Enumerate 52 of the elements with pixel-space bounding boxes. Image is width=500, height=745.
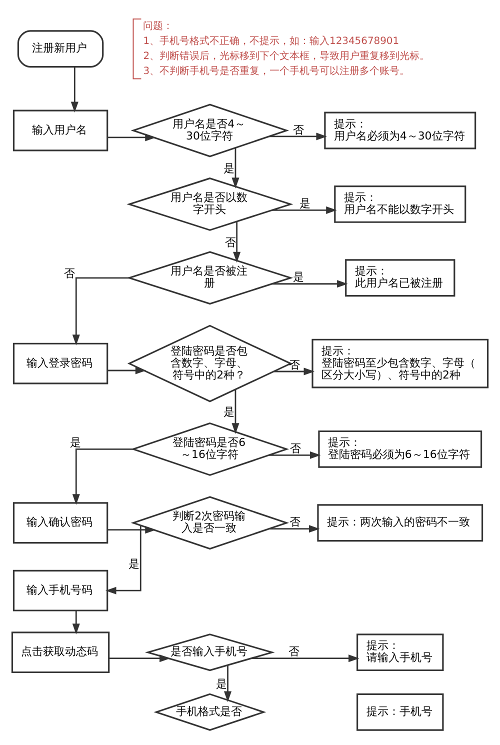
- edge-label: 是: [224, 162, 235, 175]
- arrow: [107, 526, 156, 534]
- node-diamond: 手机格式是否: [154, 693, 266, 731]
- edge-label: 是: [293, 270, 304, 284]
- edge-label: 是: [216, 677, 227, 690]
- node-diamond: 是否输入手机号: [144, 634, 275, 672]
- node-box: 提示：手机号: [356, 693, 444, 731]
- arrow: [233, 222, 241, 263]
- arrow: [72, 448, 133, 505]
- arrow: [107, 134, 156, 142]
- node-box: 提示： 登陆密码至少包含数字、字母（区分大小写）、符号中的2种: [312, 338, 489, 388]
- arrow: [272, 206, 337, 214]
- arrow: [70, 66, 78, 113]
- arrow: [72, 610, 80, 634]
- node-diamond: 判断2次密码输入是否一致: [130, 496, 290, 550]
- edge-label: 否: [289, 516, 300, 529]
- node-box: 输入手机号码: [12, 570, 108, 612]
- node-text: 问题： 1、手机号格式不正确，不提示，如：输入12345678901 2、判断错误后，光标移到下个文本框，导致用户重复移到光标。 3、不判断手机号是否重复，一个手机号可以注册多个账号。: [143, 20, 430, 77]
- node-box: 提示： 登陆密码必须为6～16位字符: [318, 430, 482, 468]
- arrow: [72, 277, 129, 346]
- arrow: [269, 451, 321, 459]
- node-box: 提示：两次输入的密码不一致: [317, 504, 484, 542]
- node-box: 输入用户名: [12, 110, 108, 152]
- edge-label: 是: [224, 406, 235, 419]
- node-box: 注册新用户: [17, 30, 104, 68]
- edge-label: 否: [290, 442, 301, 455]
- node-box: 提示： 用户名必须为4～30位字符: [324, 112, 476, 150]
- arrow: [232, 390, 240, 434]
- edge-label: 否: [64, 266, 76, 280]
- arrow: [269, 525, 320, 533]
- arrow: [272, 280, 348, 288]
- arrow: [252, 654, 360, 662]
- arrow: [269, 132, 327, 140]
- node-box: 点击获取动态码: [11, 632, 110, 674]
- node-box: 提示： 此用户名已被注册: [345, 259, 456, 297]
- edge-label: 否: [224, 236, 236, 249]
- edge-label: 是: [299, 196, 310, 210]
- edge-label: 否: [288, 645, 300, 658]
- node-box: 输入登录密码: [12, 342, 108, 384]
- arrow: [109, 654, 170, 662]
- edge-label: 否: [292, 123, 304, 136]
- arrow: [232, 148, 240, 188]
- node-box: 提示： 用户名不能以数字开头: [334, 185, 466, 223]
- node-diamond: 用户名是否4～30位字符: [130, 104, 290, 158]
- node-box: 提示： 请输入手机号: [356, 634, 444, 672]
- node-box: 输入确认密码: [12, 502, 108, 544]
- edge-label: 是: [70, 436, 81, 449]
- arrow: [224, 665, 232, 702]
- arrow: [274, 368, 315, 376]
- arrow: [105, 525, 142, 594]
- arrow: [107, 366, 146, 374]
- edge-label: 是: [128, 557, 140, 570]
